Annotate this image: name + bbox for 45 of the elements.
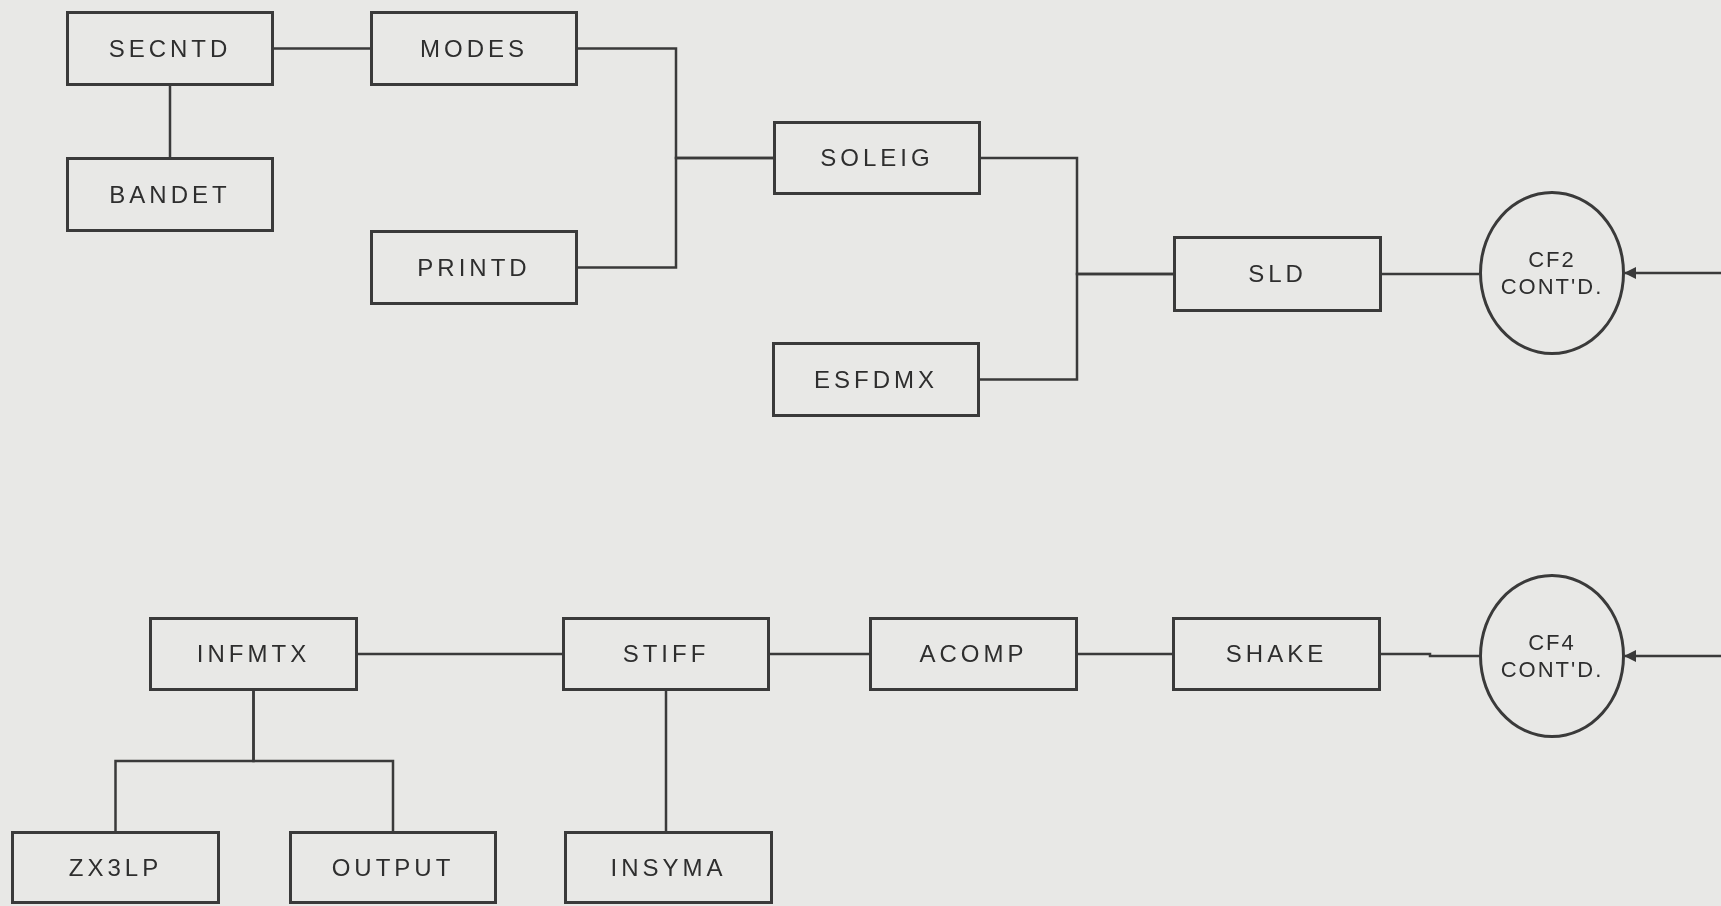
connector-line <box>358 652 562 656</box>
node-label: OUTPUT <box>331 852 455 883</box>
node-label: CONT'D. <box>1500 656 1604 684</box>
node-label: MODES <box>420 33 528 64</box>
process-box <box>370 230 578 305</box>
process-box <box>66 157 274 232</box>
process-box <box>370 11 578 86</box>
process-box <box>564 831 773 904</box>
process-box <box>1173 236 1382 312</box>
process-box <box>869 617 1078 691</box>
connector-line <box>168 86 172 157</box>
node-label: ACOMP <box>919 639 1028 669</box>
node-label: PRINTD <box>417 252 531 283</box>
node-label: ZX3LP <box>68 852 163 883</box>
connector-line <box>980 272 1173 381</box>
process-box <box>1172 617 1381 691</box>
node-label: INFMTX <box>196 639 311 669</box>
connector-line <box>770 652 869 656</box>
node-label: SHAKE <box>1225 639 1328 669</box>
node-label: CF2 <box>1528 245 1576 273</box>
node-label: INSYMA <box>610 852 727 883</box>
node-label: ESFDMX <box>814 364 938 395</box>
connector-line <box>252 691 395 831</box>
arrow <box>1624 650 1721 662</box>
connector-line <box>274 47 370 50</box>
process-box <box>772 342 980 417</box>
node-label: CONT'D. <box>1500 273 1604 301</box>
node-label: SOLEIG <box>820 143 934 173</box>
process-box <box>289 831 497 904</box>
arrow <box>1624 267 1721 279</box>
process-box <box>562 617 770 691</box>
process-box <box>11 831 220 904</box>
connector-line <box>1078 652 1172 656</box>
connector-line <box>578 156 773 269</box>
connector-line <box>664 691 668 831</box>
connector-line <box>1381 652 1479 658</box>
process-box <box>149 617 358 691</box>
node-label: CF4 <box>1528 628 1576 656</box>
connector-line <box>1382 272 1479 276</box>
process-box <box>773 121 981 195</box>
node-label: BANDET <box>109 179 231 210</box>
node-label: STIFF <box>622 639 710 669</box>
node-label: SECNTD <box>108 33 232 64</box>
node-label: SLD <box>1248 259 1307 289</box>
process-box <box>66 11 274 86</box>
